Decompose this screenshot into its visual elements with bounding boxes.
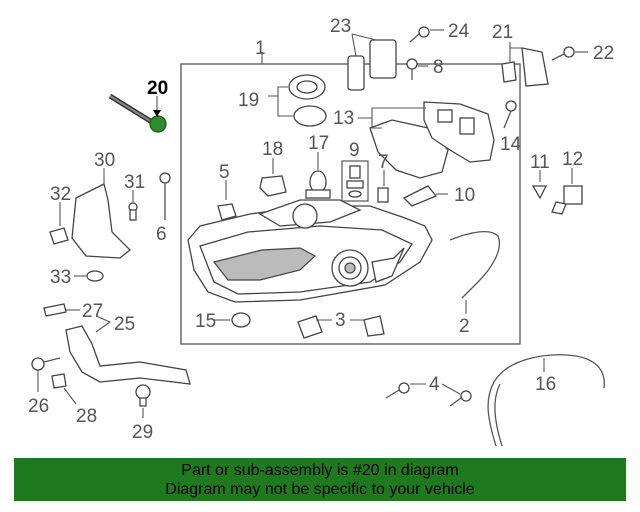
- part-6-screw[interactable]: [159, 172, 171, 220]
- part-7-socket[interactable]: [377, 187, 389, 203]
- callout-15[interactable]: 15: [195, 311, 216, 332]
- callout-26[interactable]: 26: [28, 396, 49, 417]
- callout-30[interactable]: 30: [94, 150, 115, 171]
- callout-12[interactable]: 12: [562, 149, 583, 170]
- part-15-cap[interactable]: [231, 312, 251, 328]
- callout-24[interactable]: 24: [448, 21, 470, 42]
- callout-1[interactable]: 1: [255, 38, 266, 59]
- part-31-screw[interactable]: [128, 202, 138, 221]
- callout-29[interactable]: 29: [132, 422, 153, 443]
- part-4-screws[interactable]: [385, 382, 472, 407]
- part-29-clip[interactable]: [135, 384, 151, 407]
- callout-14[interactable]: 14: [500, 134, 522, 155]
- part-16-hose[interactable]: [487, 354, 605, 447]
- part-24-screw[interactable]: [409, 26, 430, 43]
- callout-25[interactable]: 25: [114, 314, 135, 335]
- part-23-module[interactable]: [347, 39, 397, 91]
- callout-17[interactable]: 17: [308, 133, 329, 154]
- part-33-ring[interactable]: [86, 270, 104, 282]
- callout-27[interactable]: 27: [82, 301, 103, 322]
- part-11-clip[interactable]: [531, 185, 548, 200]
- callout-13[interactable]: 13: [333, 108, 354, 129]
- part-22-screw[interactable]: [551, 46, 575, 61]
- part-17-bulb[interactable]: [305, 170, 331, 199]
- part-info-banner: Part or sub-assembly is #20 in diagram D…: [14, 458, 626, 501]
- parts-diagram: 1 19 13 14 18: [28, 16, 614, 447]
- callout-10[interactable]: 10: [454, 185, 475, 206]
- part-25-bracket[interactable]: [65, 325, 191, 385]
- callout-8[interactable]: 8: [433, 57, 444, 78]
- callout-22[interactable]: 22: [593, 43, 614, 64]
- part-3-brackets[interactable]: [297, 315, 385, 339]
- callout-33[interactable]: 33: [50, 267, 71, 288]
- part-14-screw[interactable]: [503, 100, 517, 129]
- part-10-bulb[interactable]: [402, 185, 438, 207]
- part-28-clip[interactable]: [51, 373, 67, 389]
- callout-16[interactable]: 16: [535, 374, 556, 395]
- part-20-highlighted[interactable]: [108, 93, 167, 133]
- callout-4[interactable]: 4: [429, 374, 440, 395]
- headlamp-housing[interactable]: [187, 199, 433, 303]
- part-5-grommet[interactable]: [217, 203, 237, 221]
- part-8-screw[interactable]: [406, 58, 418, 80]
- callout-20-highlighted[interactable]: 20: [147, 78, 168, 99]
- part-9-bulb[interactable]: [346, 165, 364, 198]
- part-26-screw[interactable]: [31, 357, 61, 371]
- part-21-module[interactable]: [501, 47, 549, 87]
- callout-2[interactable]: 2: [459, 316, 470, 337]
- banner-line-2: Diagram may not be specific to your vehi…: [165, 481, 475, 498]
- part-18-socket[interactable]: [259, 175, 287, 197]
- callout-21[interactable]: 21: [492, 22, 513, 43]
- part-12-module[interactable]: [551, 185, 583, 215]
- part-2-wire[interactable]: [449, 230, 501, 299]
- callout-9[interactable]: 9: [349, 140, 360, 161]
- callout-6[interactable]: 6: [156, 224, 167, 245]
- part-32-clip[interactable]: [49, 227, 69, 245]
- callout-3[interactable]: 3: [335, 310, 346, 331]
- part-9-kit-box: [341, 160, 369, 202]
- part-13-cover[interactable]: [369, 101, 495, 179]
- callout-19[interactable]: 19: [238, 90, 259, 111]
- part-27-clip[interactable]: [43, 303, 67, 317]
- part-30-bracket[interactable]: [71, 183, 131, 259]
- callout-23[interactable]: 23: [330, 16, 351, 37]
- callout-7[interactable]: 7: [378, 152, 389, 173]
- callout-32[interactable]: 32: [50, 184, 71, 205]
- callout-11[interactable]: 11: [530, 152, 550, 173]
- callout-28[interactable]: 28: [76, 406, 97, 427]
- part-19-cap[interactable]: [288, 74, 327, 127]
- callout-5[interactable]: 5: [219, 162, 230, 183]
- callout-31[interactable]: 31: [124, 172, 145, 193]
- callout-18[interactable]: 18: [262, 139, 283, 160]
- banner-line-1: Part or sub-assembly is #20 in diagram: [181, 462, 459, 479]
